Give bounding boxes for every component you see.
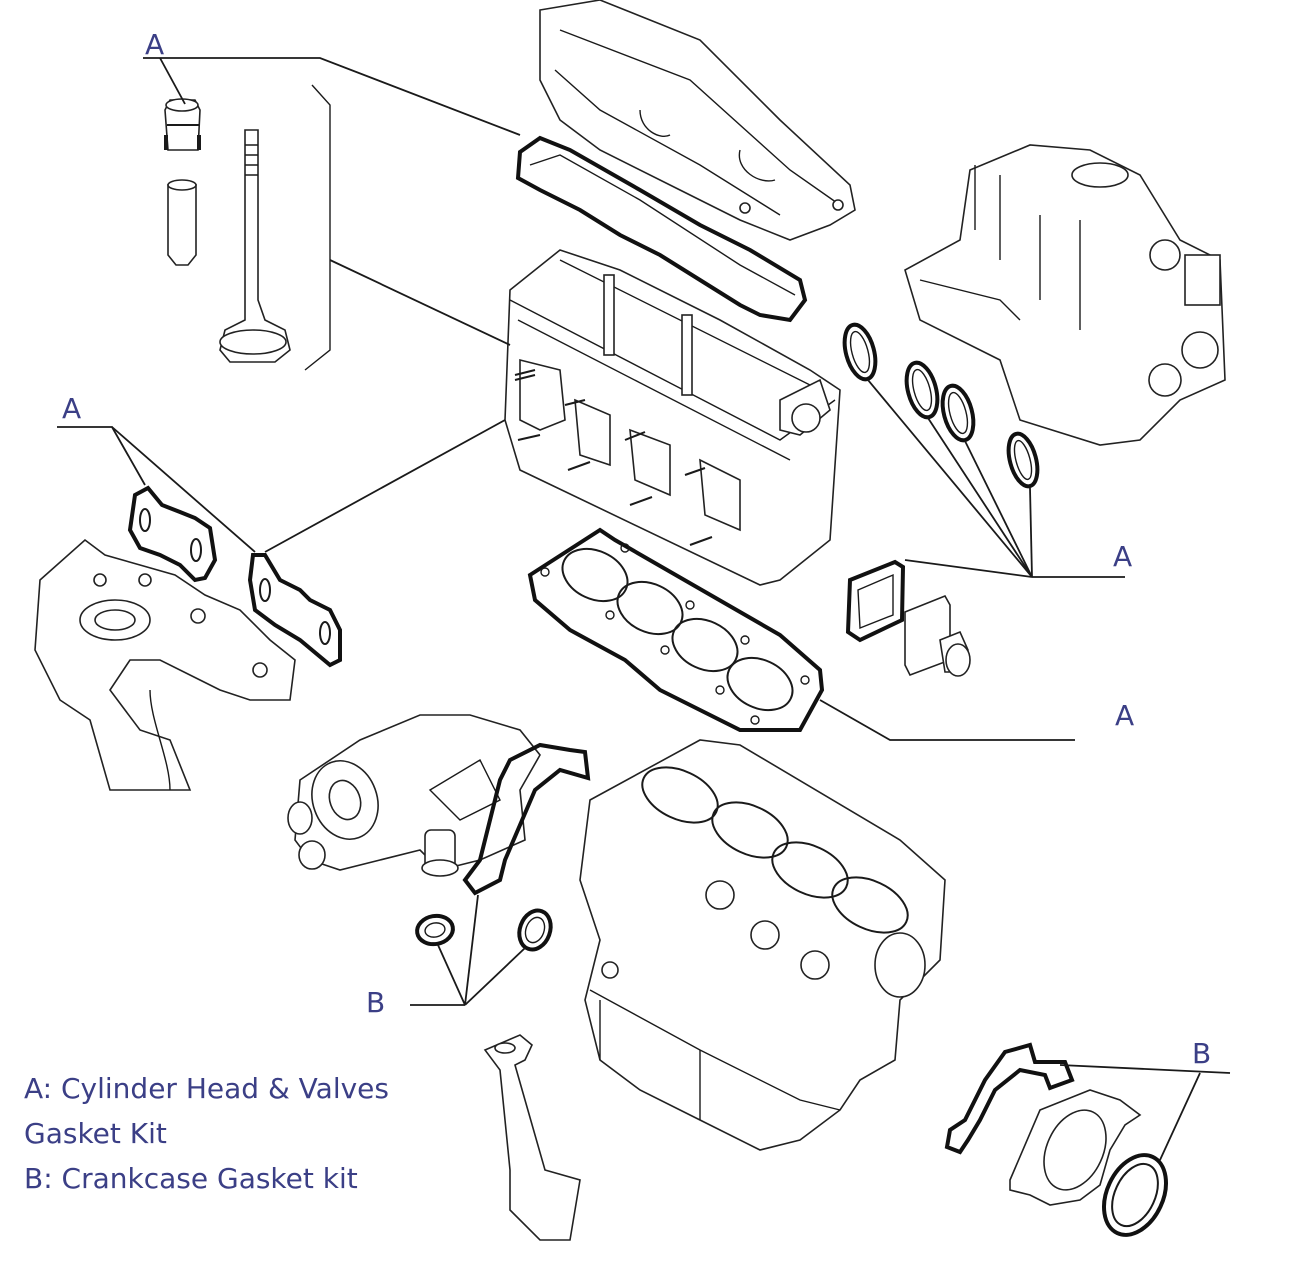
callout-b-rear-main-seal: B xyxy=(1192,1037,1211,1070)
engine-block xyxy=(579,739,946,1151)
oil-pickup-tube xyxy=(483,1034,581,1241)
callout-a-valve-stem-seal: A xyxy=(145,28,164,61)
intake-port-gaskets xyxy=(842,322,1040,489)
legend-line-a: A: Cylinder Head & Valves xyxy=(24,1072,389,1105)
thermostat-housing-gasket xyxy=(845,559,906,643)
callout-a-intake-right: A xyxy=(1113,540,1132,573)
valve-cover xyxy=(539,0,856,241)
exhaust-manifold xyxy=(34,538,296,791)
rear-seal-carrier-gasket xyxy=(944,1042,1075,1155)
valve-stem-seal xyxy=(164,98,201,151)
intake-manifold xyxy=(904,144,1226,446)
callout-a-head-gasket: A xyxy=(1115,699,1134,732)
cylinder-head-gasket xyxy=(527,527,825,732)
oil-pump xyxy=(287,714,541,877)
head-studs xyxy=(514,369,713,546)
legend: A: Cylinder Head & Valves Gasket Kit B: … xyxy=(24,1066,389,1201)
callout-a-exhaust-manifold: A xyxy=(62,392,81,425)
valve-group-bracket xyxy=(304,84,331,371)
oil-pump-gasket xyxy=(462,742,591,896)
valve-guide xyxy=(167,179,197,266)
callout-b-oil-pump-seals: B xyxy=(366,986,385,1019)
leader-lines xyxy=(57,57,1231,1161)
valve xyxy=(219,129,291,363)
thermostat-housing xyxy=(904,594,971,677)
rear-seal-carrier xyxy=(1009,1089,1142,1206)
valve-cover-gasket xyxy=(515,135,808,323)
legend-line-a-continued: Gasket Kit xyxy=(24,1117,167,1150)
exhaust-manifold-gaskets xyxy=(127,485,342,668)
legend-line-b: B: Crankcase Gasket kit xyxy=(24,1162,358,1195)
oil-seals xyxy=(415,908,553,952)
rear-main-seal xyxy=(1102,1153,1168,1237)
cylinder-head xyxy=(504,249,841,586)
